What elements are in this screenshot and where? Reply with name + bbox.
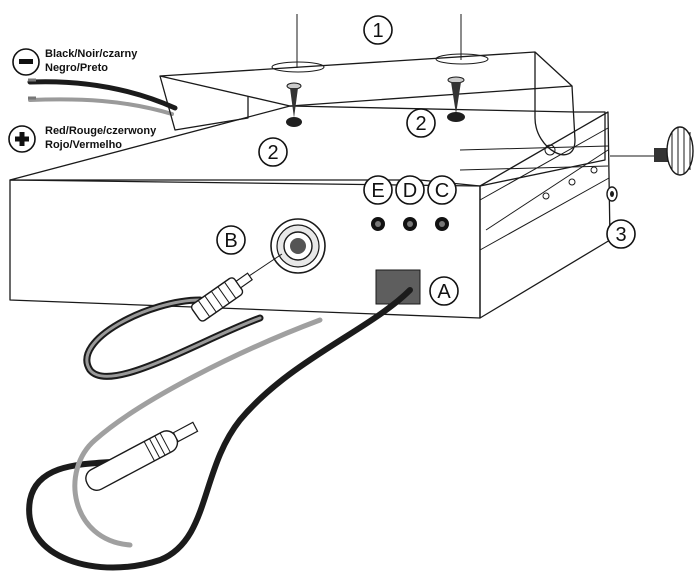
jack-d (403, 217, 417, 231)
jack-e (371, 217, 385, 231)
callout-a: A (429, 276, 459, 306)
callout-1: 1 (363, 15, 393, 45)
power-cord (26, 287, 413, 571)
callout-b: B (216, 225, 246, 255)
positive-terminal-label: Red/Rouge/czerwony Rojo/Vermelho (8, 125, 157, 153)
power-leads (27, 78, 178, 116)
callout-2-right: 2 (406, 108, 436, 138)
callout-c: C (427, 175, 457, 205)
mounting-knob (610, 126, 694, 176)
black-power-wire (27, 79, 178, 111)
negative-wire-colour-line1: Black/Noir/czarny (45, 48, 138, 60)
negative-terminal-label: Black/Noir/czarny Negro/Preto (12, 48, 138, 76)
washer (606, 186, 618, 202)
jack-c (435, 217, 449, 231)
callout-2-right-label: 2 (415, 113, 426, 135)
callout-c-label: C (435, 180, 449, 202)
callout-2-left: 2 (258, 137, 288, 167)
callout-1-label: 1 (372, 20, 383, 42)
callout-a-label: A (437, 281, 451, 303)
callout-d-label: D (403, 180, 417, 202)
positive-wire-colour-line2: Rojo/Vermelho (45, 139, 122, 151)
callout-d: D (395, 175, 425, 205)
positive-wire-colour-line1: Red/Rouge/czerwony (45, 125, 157, 137)
mounting-screw-left (286, 82, 302, 127)
callout-3: 3 (606, 219, 636, 249)
mounting-bracket (159, 14, 576, 156)
radio-unit-body (9, 105, 611, 319)
callout-e-label: E (371, 180, 384, 202)
callout-e: E (363, 175, 393, 205)
wire-tips (28, 78, 36, 100)
antenna-cable (83, 272, 264, 380)
negative-wire-colour-line2: Negro/Preto (45, 62, 108, 74)
grey-power-wire (28, 97, 174, 116)
antenna-socket (245, 218, 326, 279)
mounting-screw-right (447, 76, 465, 122)
callout-2-left-label: 2 (267, 142, 278, 164)
callout-b-label: B (224, 230, 237, 252)
callout-3-label: 3 (615, 224, 626, 246)
